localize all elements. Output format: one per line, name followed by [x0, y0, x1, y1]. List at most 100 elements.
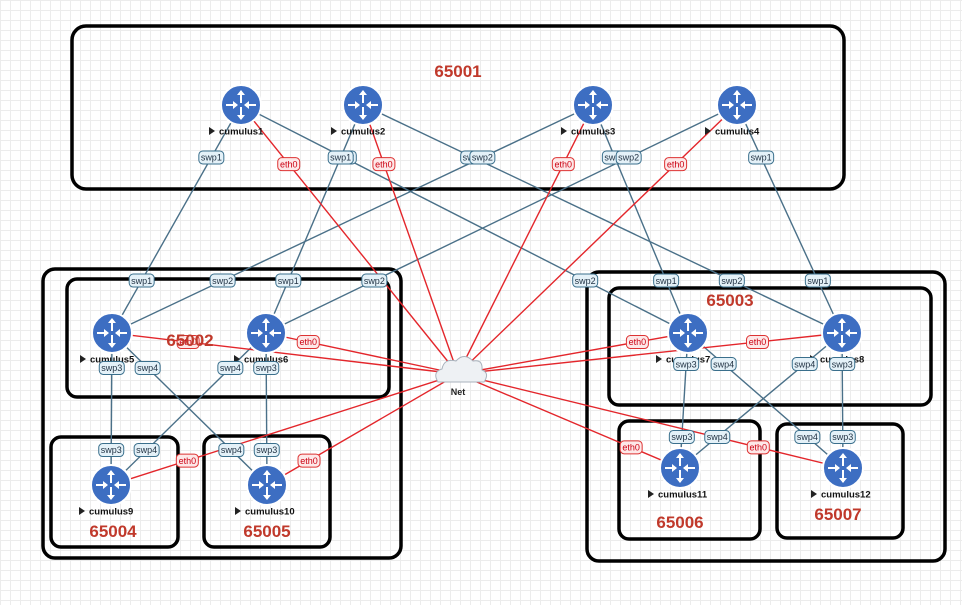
node-label: cumulus1 [219, 127, 264, 138]
port-cumulus6-swp3: swp3 [253, 360, 280, 375]
port-label-text: swp4 [221, 445, 242, 455]
port-cumulus7-swp2: swp2 [572, 273, 599, 288]
node-label: cumulus4 [715, 127, 760, 138]
node-cumulus4[interactable]: cumulus4 [705, 84, 760, 138]
port-cumulus1-swp1: swp1 [198, 150, 225, 165]
port-cumulus3-eth0: eth0 [551, 157, 575, 172]
port-label-text: eth0 [299, 337, 317, 347]
expand-triangle-icon[interactable] [235, 507, 241, 515]
node-cumulus10[interactable]: cumulus10 [235, 464, 295, 518]
port-label-text: swp3 [676, 359, 697, 369]
node-cumulus1[interactable]: cumulus1 [209, 84, 264, 138]
port-cumulus7-swp4: swp4 [710, 357, 737, 372]
port-cumulus8-swp4: swp4 [791, 357, 818, 372]
mgmt-link-cumulus1 [240, 104, 459, 375]
link-cumulus6-cumulus9 [110, 332, 267, 486]
mgmt-link-cumulus4 [457, 104, 738, 375]
router-icon [659, 447, 701, 489]
node-cumulus2[interactable]: cumulus2 [331, 84, 385, 138]
port-label-text: swp4 [137, 363, 158, 373]
port-cumulus6-swp4: swp4 [217, 360, 244, 375]
expand-triangle-icon[interactable] [209, 127, 215, 135]
port-cumulus12-swp4: swp4 [794, 429, 821, 444]
port-label-text: eth0 [667, 159, 685, 169]
port-label-text: eth0 [555, 159, 573, 169]
port-label-text: swp2 [618, 153, 639, 163]
node-label: cumulus5 [90, 355, 135, 366]
port-cumulus11-swp3: swp3 [668, 429, 695, 444]
port-label-text: swp1 [330, 153, 351, 163]
port-cumulus11-swp4: swp4 [704, 429, 731, 444]
port-label-text: swp3 [671, 432, 692, 442]
expand-triangle-icon[interactable] [648, 490, 654, 498]
port-label-text: swp4 [136, 445, 157, 455]
node-label: cumulus10 [245, 507, 295, 518]
link-cumulus7-cumulus12 [687, 332, 844, 469]
mgmt-link-cumulus10 [266, 373, 459, 486]
expand-triangle-icon[interactable] [656, 355, 662, 363]
port-cumulus6-swp1: swp1 [275, 273, 302, 288]
router-icon [90, 464, 132, 506]
expand-triangle-icon[interactable] [561, 127, 567, 135]
asn-label-65003: 65003 [706, 291, 753, 310]
node-label: cumulus2 [341, 127, 385, 138]
mgmt-link-cumulus8 [457, 332, 843, 375]
expand-triangle-icon[interactable] [80, 355, 86, 363]
port-cumulus12-eth0: eth0 [746, 440, 770, 455]
router-icon [91, 312, 133, 354]
port-label-text: swp4 [797, 432, 818, 442]
port-label-text: eth0 [280, 159, 298, 169]
port-cumulus6-eth0: eth0 [296, 335, 320, 350]
node-label: cumulus11 [658, 490, 708, 501]
asn-label-65005: 65005 [243, 522, 290, 541]
mgmt-link-cumulus5 [111, 332, 459, 375]
port-label-text: eth0 [179, 337, 197, 347]
port-label-text: swp2 [721, 276, 742, 286]
port-label-text: swp3 [101, 363, 122, 373]
port-label-text: eth0 [750, 443, 768, 453]
router-icon [667, 312, 709, 354]
node-label: cumulus3 [571, 127, 615, 138]
port-label-text: swp4 [794, 359, 815, 369]
port-cumulus5-swp3: swp3 [98, 360, 125, 375]
port-label-text: eth0 [179, 456, 197, 466]
node-cumulus12[interactable]: cumulus12 [811, 447, 871, 501]
expand-triangle-icon[interactable] [331, 127, 337, 135]
asn-label-65007: 65007 [814, 505, 861, 524]
port-label-text: swp4 [707, 432, 728, 442]
link-cumulus5-cumulus9 [110, 332, 113, 486]
node-cumulus5[interactable]: cumulus5 [80, 312, 135, 366]
port-cumulus8-swp3: swp3 [829, 357, 856, 372]
port-label-text: swp1 [278, 276, 299, 286]
router-icon [716, 84, 758, 126]
port-cumulus11-eth0: eth0 [619, 440, 643, 455]
node-cumulus3[interactable]: cumulus3 [561, 84, 615, 138]
port-cumulus4-swp2: swp2 [615, 150, 642, 165]
port-cumulus3-swp2: swp2 [469, 150, 496, 165]
port-label-text: swp4 [220, 363, 241, 373]
link-cumulus8-cumulus11 [679, 332, 843, 469]
asn-label-65004: 65004 [89, 522, 137, 541]
port-label-text: swp1 [656, 276, 677, 286]
link-cumulus2-cumulus8 [362, 104, 843, 334]
node-cumulus9[interactable]: cumulus9 [79, 464, 133, 518]
node-cumulus11[interactable]: cumulus11 [648, 447, 708, 501]
link-cumulus4-cumulus6 [265, 104, 738, 334]
asn-label-65006: 65006 [656, 513, 703, 532]
port-label-text: swp3 [832, 359, 853, 369]
link-cumulus8-cumulus12 [841, 332, 844, 469]
expand-triangle-icon[interactable] [705, 127, 711, 135]
mgmt-link-cumulus11 [457, 373, 681, 469]
asn-label-65001: 65001 [434, 62, 481, 81]
port-cumulus2-swp1: swp1 [327, 150, 354, 165]
node-cumulus6[interactable]: cumulus6 [234, 312, 288, 366]
port-label-text: swp1 [201, 153, 222, 163]
expand-triangle-icon[interactable] [79, 507, 85, 515]
expand-triangle-icon[interactable] [811, 490, 817, 498]
router-icon [245, 312, 287, 354]
port-label-text: eth0 [749, 337, 767, 347]
port-cumulus9-eth0: eth0 [175, 453, 199, 468]
link-cumulus2-cumulus6 [265, 104, 364, 334]
box-65004 [49, 435, 180, 549]
